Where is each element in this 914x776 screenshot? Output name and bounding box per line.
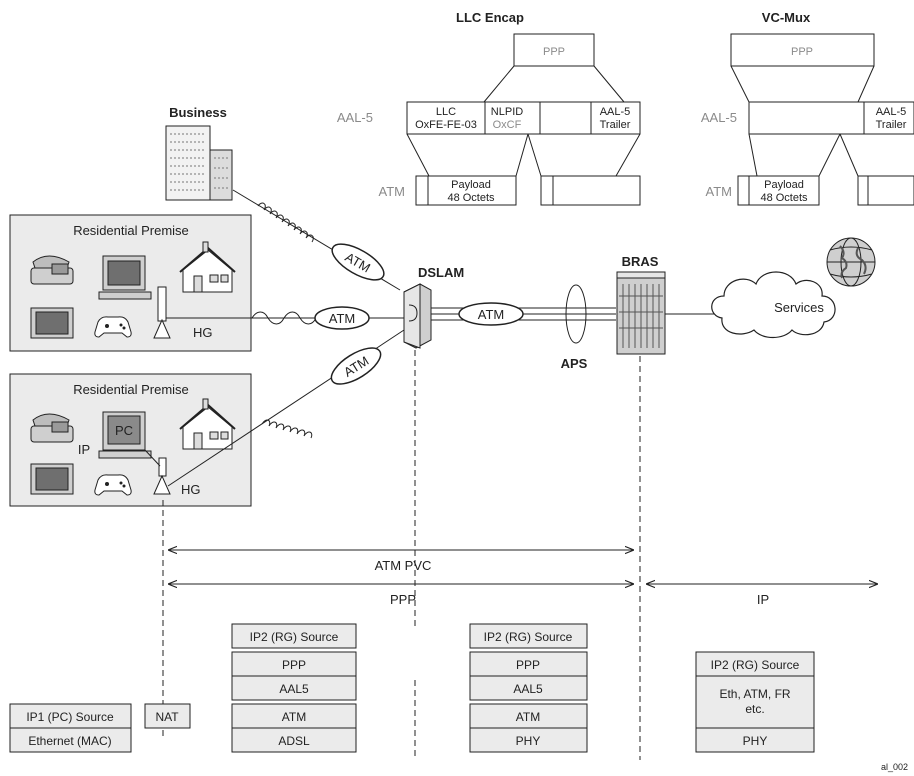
atm-oval-top: ATM	[331, 243, 385, 281]
atm-pvc-label: ATM PVC	[375, 558, 432, 573]
vcmux-atm-cell-2	[857, 175, 914, 206]
globe-icon	[826, 237, 876, 287]
pc-label: PC	[115, 423, 133, 438]
llc-atm-label: ATM	[379, 184, 405, 199]
llc-aal5-row	[406, 101, 641, 135]
atm-oval-mid: ATM	[314, 306, 370, 330]
bras-label: BRAS	[622, 254, 659, 269]
telephone-icon	[30, 413, 74, 443]
vcmux-trailer-line1: AAL-5	[876, 106, 907, 118]
aps-ring	[565, 284, 587, 344]
nlpid-line1: NLPID	[491, 106, 523, 118]
llc-encap-stack: PPP AAL-5 LLC OxFE-FE-03 NLPID OxCF AAL-…	[337, 33, 641, 206]
residential-1-link-twist	[251, 311, 317, 325]
stack-cell: etc.	[745, 702, 764, 716]
computer-icon	[98, 255, 152, 300]
stack-cell: ATM	[516, 710, 540, 724]
pc-icon	[98, 411, 152, 459]
vcmux-atm-cell-1	[737, 175, 820, 206]
vcmux-aal5-row	[748, 101, 914, 135]
stack-cell: IP2 (RG) Source	[484, 630, 573, 644]
business-label: Business	[169, 105, 227, 120]
nat-box: NAT	[144, 703, 191, 729]
bras-protocol-stack: IP2 (RG) Source Eth, ATM, FR etc. PHY	[695, 651, 815, 753]
hg-label-1: HG	[193, 325, 213, 340]
vcmux-payload-line1: Payload	[764, 179, 804, 191]
atm-oval-bottom: ATM	[330, 347, 382, 385]
stack-cell: IP2 (RG) Source	[711, 658, 800, 672]
office-building-icon	[165, 125, 233, 201]
residential-premise-1: Residential Premise	[9, 214, 252, 352]
residential-premise-1-title: Residential Premise	[73, 223, 189, 238]
llc-trailer-line2: Trailer	[600, 119, 631, 131]
stack-cell: AAL5	[513, 682, 543, 696]
residential-premise-2-title: Residential Premise	[73, 382, 189, 397]
business-link-twist	[257, 202, 314, 243]
nat-label: NAT	[155, 710, 179, 724]
stack-cell: PHY	[516, 734, 541, 748]
llc-header-line2: OxFE-FE-03	[415, 119, 477, 131]
llc-ppp-label: PPP	[543, 46, 565, 58]
stack-cell: ATM	[282, 710, 306, 724]
vcmux-aal5-label: AAL-5	[701, 110, 737, 125]
bras-router-icon	[616, 271, 666, 355]
llc-ppp-box	[513, 33, 595, 67]
dslam-icon	[403, 283, 432, 349]
pc-protocol-stack: IP1 (PC) Source Ethernet (MAC)	[9, 703, 132, 753]
llc-trailer-line1: AAL-5	[600, 106, 631, 118]
house-icon	[179, 241, 236, 293]
llc-payload-line2: 48 Octets	[447, 192, 495, 204]
llc-payload-line1: Payload	[451, 179, 491, 191]
llc-encap-title: LLC Encap	[456, 10, 524, 25]
vc-mux-title: VC-Mux	[762, 10, 811, 25]
stack-cell: IP2 (RG) Source	[250, 630, 339, 644]
services-cloud-icon	[711, 271, 836, 339]
dslam-label: DSLAM	[418, 265, 464, 280]
aps-label: APS	[561, 356, 588, 371]
vc-mux-stack: PPP AAL-5 AAL-5 Trailer ATM Payload 48 O…	[701, 33, 914, 206]
gamepad-icon	[94, 474, 132, 496]
tablet-icon	[30, 463, 74, 495]
home-gateway-icon	[153, 457, 171, 495]
llc-header-line1: LLC	[436, 106, 456, 118]
llc-atm-cell-1	[415, 175, 517, 206]
dslam-protocol-stack: IP2 (RG) Source PPP AAL5 ATM PHY	[469, 623, 588, 753]
atm-label-dslam-bras: ATM	[478, 307, 504, 322]
ip-label: IP	[78, 442, 90, 457]
residential-2-link-twist	[261, 419, 313, 439]
stack-cell: IP1 (PC) Source	[26, 710, 114, 724]
telephone-icon	[30, 255, 74, 285]
stack-cell: Eth, ATM, FR	[719, 687, 790, 701]
ip-span-label: IP	[757, 592, 769, 607]
figure-id: al_002	[881, 762, 908, 772]
stack-cell: AAL5	[279, 682, 309, 696]
llc-atm-cell-2	[540, 175, 641, 206]
vcmux-trailer-line2: Trailer	[876, 119, 907, 131]
vcmux-ppp-box	[730, 33, 875, 67]
hg-protocol-stack: IP2 (RG) Source PPP AAL5 ATM ADSL	[231, 623, 357, 753]
vcmux-ppp-label: PPP	[791, 46, 813, 58]
residential-premise-2: Residential Premise PC IP	[9, 373, 252, 507]
atm-oval-dslam-bras: ATM	[458, 302, 524, 326]
stack-cell: PHY	[743, 734, 768, 748]
nlpid-line2: OxCF	[493, 119, 522, 131]
vcmux-payload-line2: 48 Octets	[760, 192, 808, 204]
llc-aal5-label: AAL-5	[337, 110, 373, 125]
house-icon	[179, 398, 236, 450]
ppp-span-label: PPP	[390, 592, 416, 607]
stack-cell: PPP	[516, 658, 540, 672]
services-label: Services	[774, 300, 824, 315]
stack-cell: PPP	[282, 658, 306, 672]
vcmux-atm-label: ATM	[706, 184, 732, 199]
stack-cell: Ethernet (MAC)	[28, 734, 111, 748]
tablet-icon	[30, 307, 74, 339]
atm-label-mid: ATM	[329, 311, 355, 326]
gamepad-icon	[94, 316, 132, 338]
stack-cell: ADSL	[278, 734, 310, 748]
hg-label-2: HG	[181, 482, 201, 497]
home-gateway-icon	[153, 286, 171, 339]
